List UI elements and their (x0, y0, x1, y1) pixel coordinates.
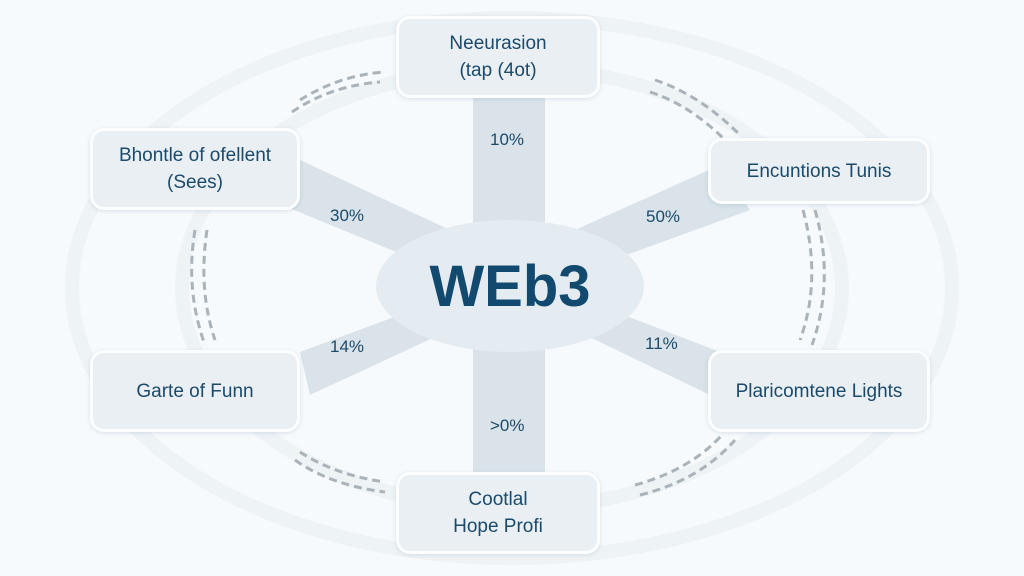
node-label: Plaricomtene Lights (735, 380, 903, 402)
node-sublabel: (Sees) (167, 172, 223, 193)
node-sublabel: (tap (4ot) (459, 60, 537, 81)
node-top[interactable]: Neeurasion (tap (4ot) (396, 16, 600, 98)
percent-label: 11% (645, 334, 678, 353)
center-hub: WEb3 (376, 220, 644, 352)
node-bottom[interactable]: Cootlal Hope Profi (396, 472, 600, 554)
percent-label: >0% (490, 416, 525, 435)
node-bottom-right[interactable]: Plaricomtene Lights (708, 350, 930, 432)
dashed-ring (190, 70, 826, 497)
percent-label: 10% (490, 130, 525, 149)
node-bottom-left[interactable]: Garte of Funn (90, 350, 300, 432)
percent-label: 14% (330, 337, 365, 356)
node-label: Garte of Funn (136, 380, 254, 402)
node-label: Cootlal (468, 489, 528, 510)
node-sublabel: Hope Profi (453, 516, 543, 537)
percent-label: 50% (646, 207, 681, 226)
node-label: Encuntions Tunis (746, 160, 892, 182)
node-top-right[interactable]: Encuntions Tunis (708, 138, 930, 204)
percent-label: 30% (330, 206, 365, 225)
node-label: Neeurasion (449, 33, 547, 54)
node-label: Bhontle of ofellent (118, 145, 272, 166)
spoke-top-right (575, 165, 750, 270)
spoke-top-left (270, 160, 450, 270)
node-top-left[interactable]: Bhontle of ofellent (Sees) (90, 128, 300, 210)
